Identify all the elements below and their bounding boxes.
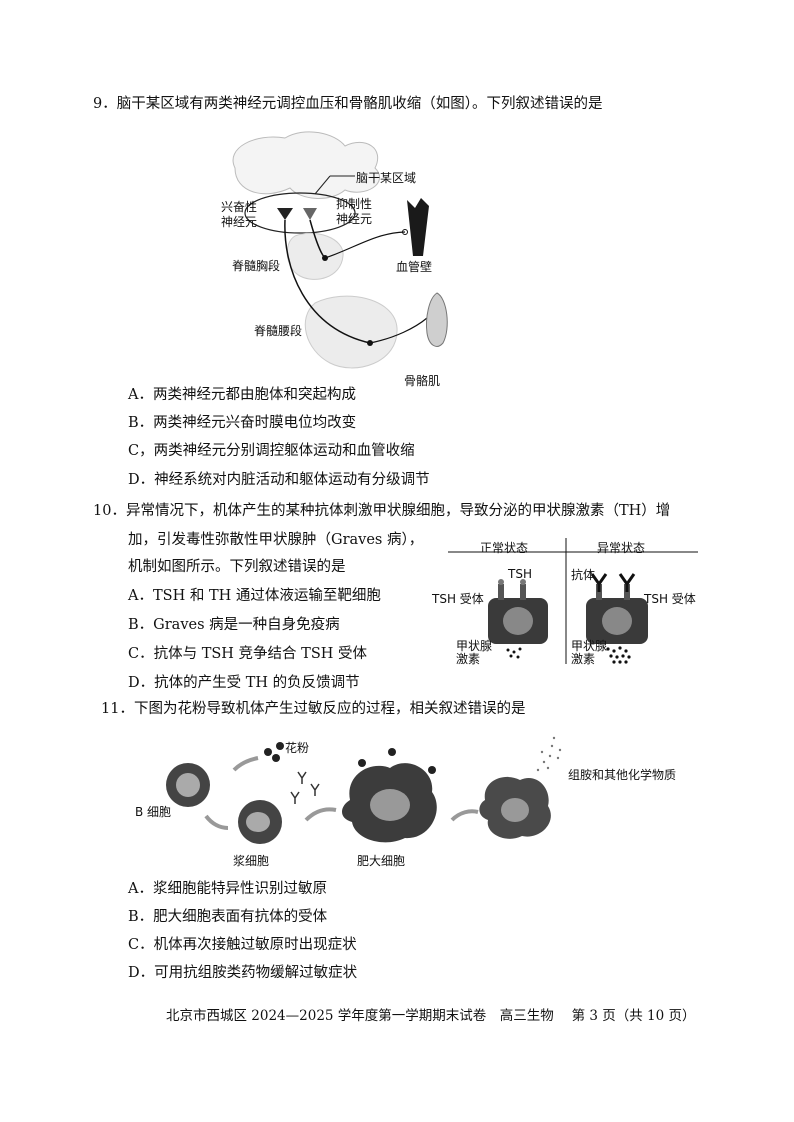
q9-option-d[interactable]: D．神经系统对内脏活动和躯体运动有分级调节 xyxy=(128,472,430,488)
brainstem-shape xyxy=(232,131,381,199)
label-excitatory-neuron: 兴奋性 神经元 xyxy=(221,200,257,230)
label-histamine: 组胺和其他化学物质 xyxy=(568,768,677,782)
label-lumbar-spinal: 脊髓腰段 xyxy=(254,324,303,338)
q10-stem-line1: 10．异常情况下，机体产生的某种抗体刺激甲状腺细胞，导致分泌的甲状腺激素（TH）… xyxy=(93,503,671,519)
q9-option-a[interactable]: A．两类神经元都由胞体和突起构成 xyxy=(128,387,356,403)
histamine-granules xyxy=(536,736,562,772)
excitatory-neuron xyxy=(277,208,293,220)
q10-stem-line2: 加，引发毒性弥散性甲状腺肿（Graves 病）， xyxy=(128,532,424,548)
label-inhibitory-line1: 抑制性 xyxy=(336,197,373,211)
label-th-normal-line2: 激素 xyxy=(456,652,481,666)
q9-stem: 9．脑干某区域有两类神经元调控血压和骨骼肌收缩（如图）。下列叙述错误的是 xyxy=(93,96,603,112)
label-pollen: 花粉 xyxy=(285,741,310,755)
pollen-grain-1 xyxy=(264,748,272,756)
q11-option-a[interactable]: A．浆细胞能特异性识别过敏原 xyxy=(128,881,327,897)
inhibitory-neuron xyxy=(303,208,317,220)
antibody-icon-3 xyxy=(290,791,300,804)
antibody-icon-1 xyxy=(297,771,307,784)
label-brainstem-region: 脑干某区域 xyxy=(356,171,417,185)
q9-option-c[interactable]: C，两类神经元分别调控躯体运动和血管收缩 xyxy=(128,443,415,459)
label-excitatory-line2: 神经元 xyxy=(221,215,258,229)
skeletal-muscle-icon xyxy=(426,292,448,347)
label-tsh: TSH xyxy=(508,567,532,581)
normal-tsh-receptor-right xyxy=(520,584,526,600)
label-normal-state: 正常状态 xyxy=(480,541,529,555)
label-excitatory-line1: 兴奋性 xyxy=(221,200,258,214)
label-th-normal: 甲状腺 激素 xyxy=(456,640,492,666)
q9-figure-nervous-system xyxy=(232,131,448,369)
q10-option-b[interactable]: B．Graves 病是一种自身免疫病 xyxy=(128,617,340,633)
q10-stem-line3: 机制如图所示。下列叙述错误的是 xyxy=(128,559,346,575)
label-mast-cell: 肥大细胞 xyxy=(357,854,406,868)
label-inhibitory-neuron: 抑制性 神经元 xyxy=(336,197,372,227)
lumbar-spinal-cord xyxy=(304,295,398,369)
abnormal-th-dots xyxy=(606,646,631,664)
antibody-icon-2 xyxy=(310,783,320,796)
q10-option-c[interactable]: C．抗体与 TSH 竞争结合 TSH 受体 xyxy=(128,646,368,662)
q11-option-d[interactable]: D．可用抗组胺类药物缓解过敏症状 xyxy=(128,965,358,981)
vessel-wall-icon xyxy=(407,198,429,256)
label-plasma-cell: 浆细胞 xyxy=(233,854,270,868)
q11-figure-allergy xyxy=(166,736,562,844)
pollen-grain-2 xyxy=(276,742,284,750)
normal-tsh-receptor-left xyxy=(498,584,504,600)
label-th-normal-line1: 甲状腺 xyxy=(456,639,493,653)
label-b-cell: B 细胞 xyxy=(135,805,172,819)
q9-option-b[interactable]: B．两类神经元兴奋时膜电位均改变 xyxy=(128,415,357,431)
q10-figure-thyroid xyxy=(448,538,698,664)
label-tsh-receptor-normal: TSH 受体 xyxy=(432,592,484,606)
normal-th-dots xyxy=(506,647,522,659)
thoracic-spinal-cord xyxy=(286,232,344,280)
q10-option-d[interactable]: D．抗体的产生受 TH 的负反馈调节 xyxy=(128,675,360,691)
page-footer: 北京市西城区 2024—2025 学年度第一学期期末试卷 高三生物 第 3 页（… xyxy=(166,1008,696,1024)
label-abnormal-state: 异常状态 xyxy=(597,541,646,555)
label-antibody: 抗体 xyxy=(571,568,596,582)
label-vessel-wall: 血管壁 xyxy=(396,260,433,274)
antibody-icon-left xyxy=(590,573,608,592)
label-th-abnormal-line2: 激素 xyxy=(571,652,596,666)
brainstem-region-oval xyxy=(244,192,356,234)
label-skeletal-muscle: 骨骼肌 xyxy=(404,374,441,388)
label-inhibitory-line2: 神经元 xyxy=(336,212,373,226)
q11-option-b[interactable]: B．肥大细胞表面有抗体的受体 xyxy=(128,909,328,925)
label-tsh-receptor-abnormal: TSH 受体 xyxy=(644,592,696,606)
q11-option-c[interactable]: C．机体再次接触过敏原时出现症状 xyxy=(128,937,357,953)
pollen-grain-3 xyxy=(272,754,280,762)
label-th-abnormal-line1: 甲状腺 xyxy=(571,639,608,653)
label-thoracic-spinal: 脊髓胸段 xyxy=(232,259,281,273)
q11-stem: 11．下图为花粉导致机体产生过敏反应的过程，相关叙述错误的是 xyxy=(101,701,526,717)
antibody-icon-right xyxy=(618,573,636,592)
label-th-abnormal: 甲状腺 激素 xyxy=(571,640,607,666)
q10-option-a[interactable]: A．TSH 和 TH 通过体液运输至靶细胞 xyxy=(128,588,381,604)
